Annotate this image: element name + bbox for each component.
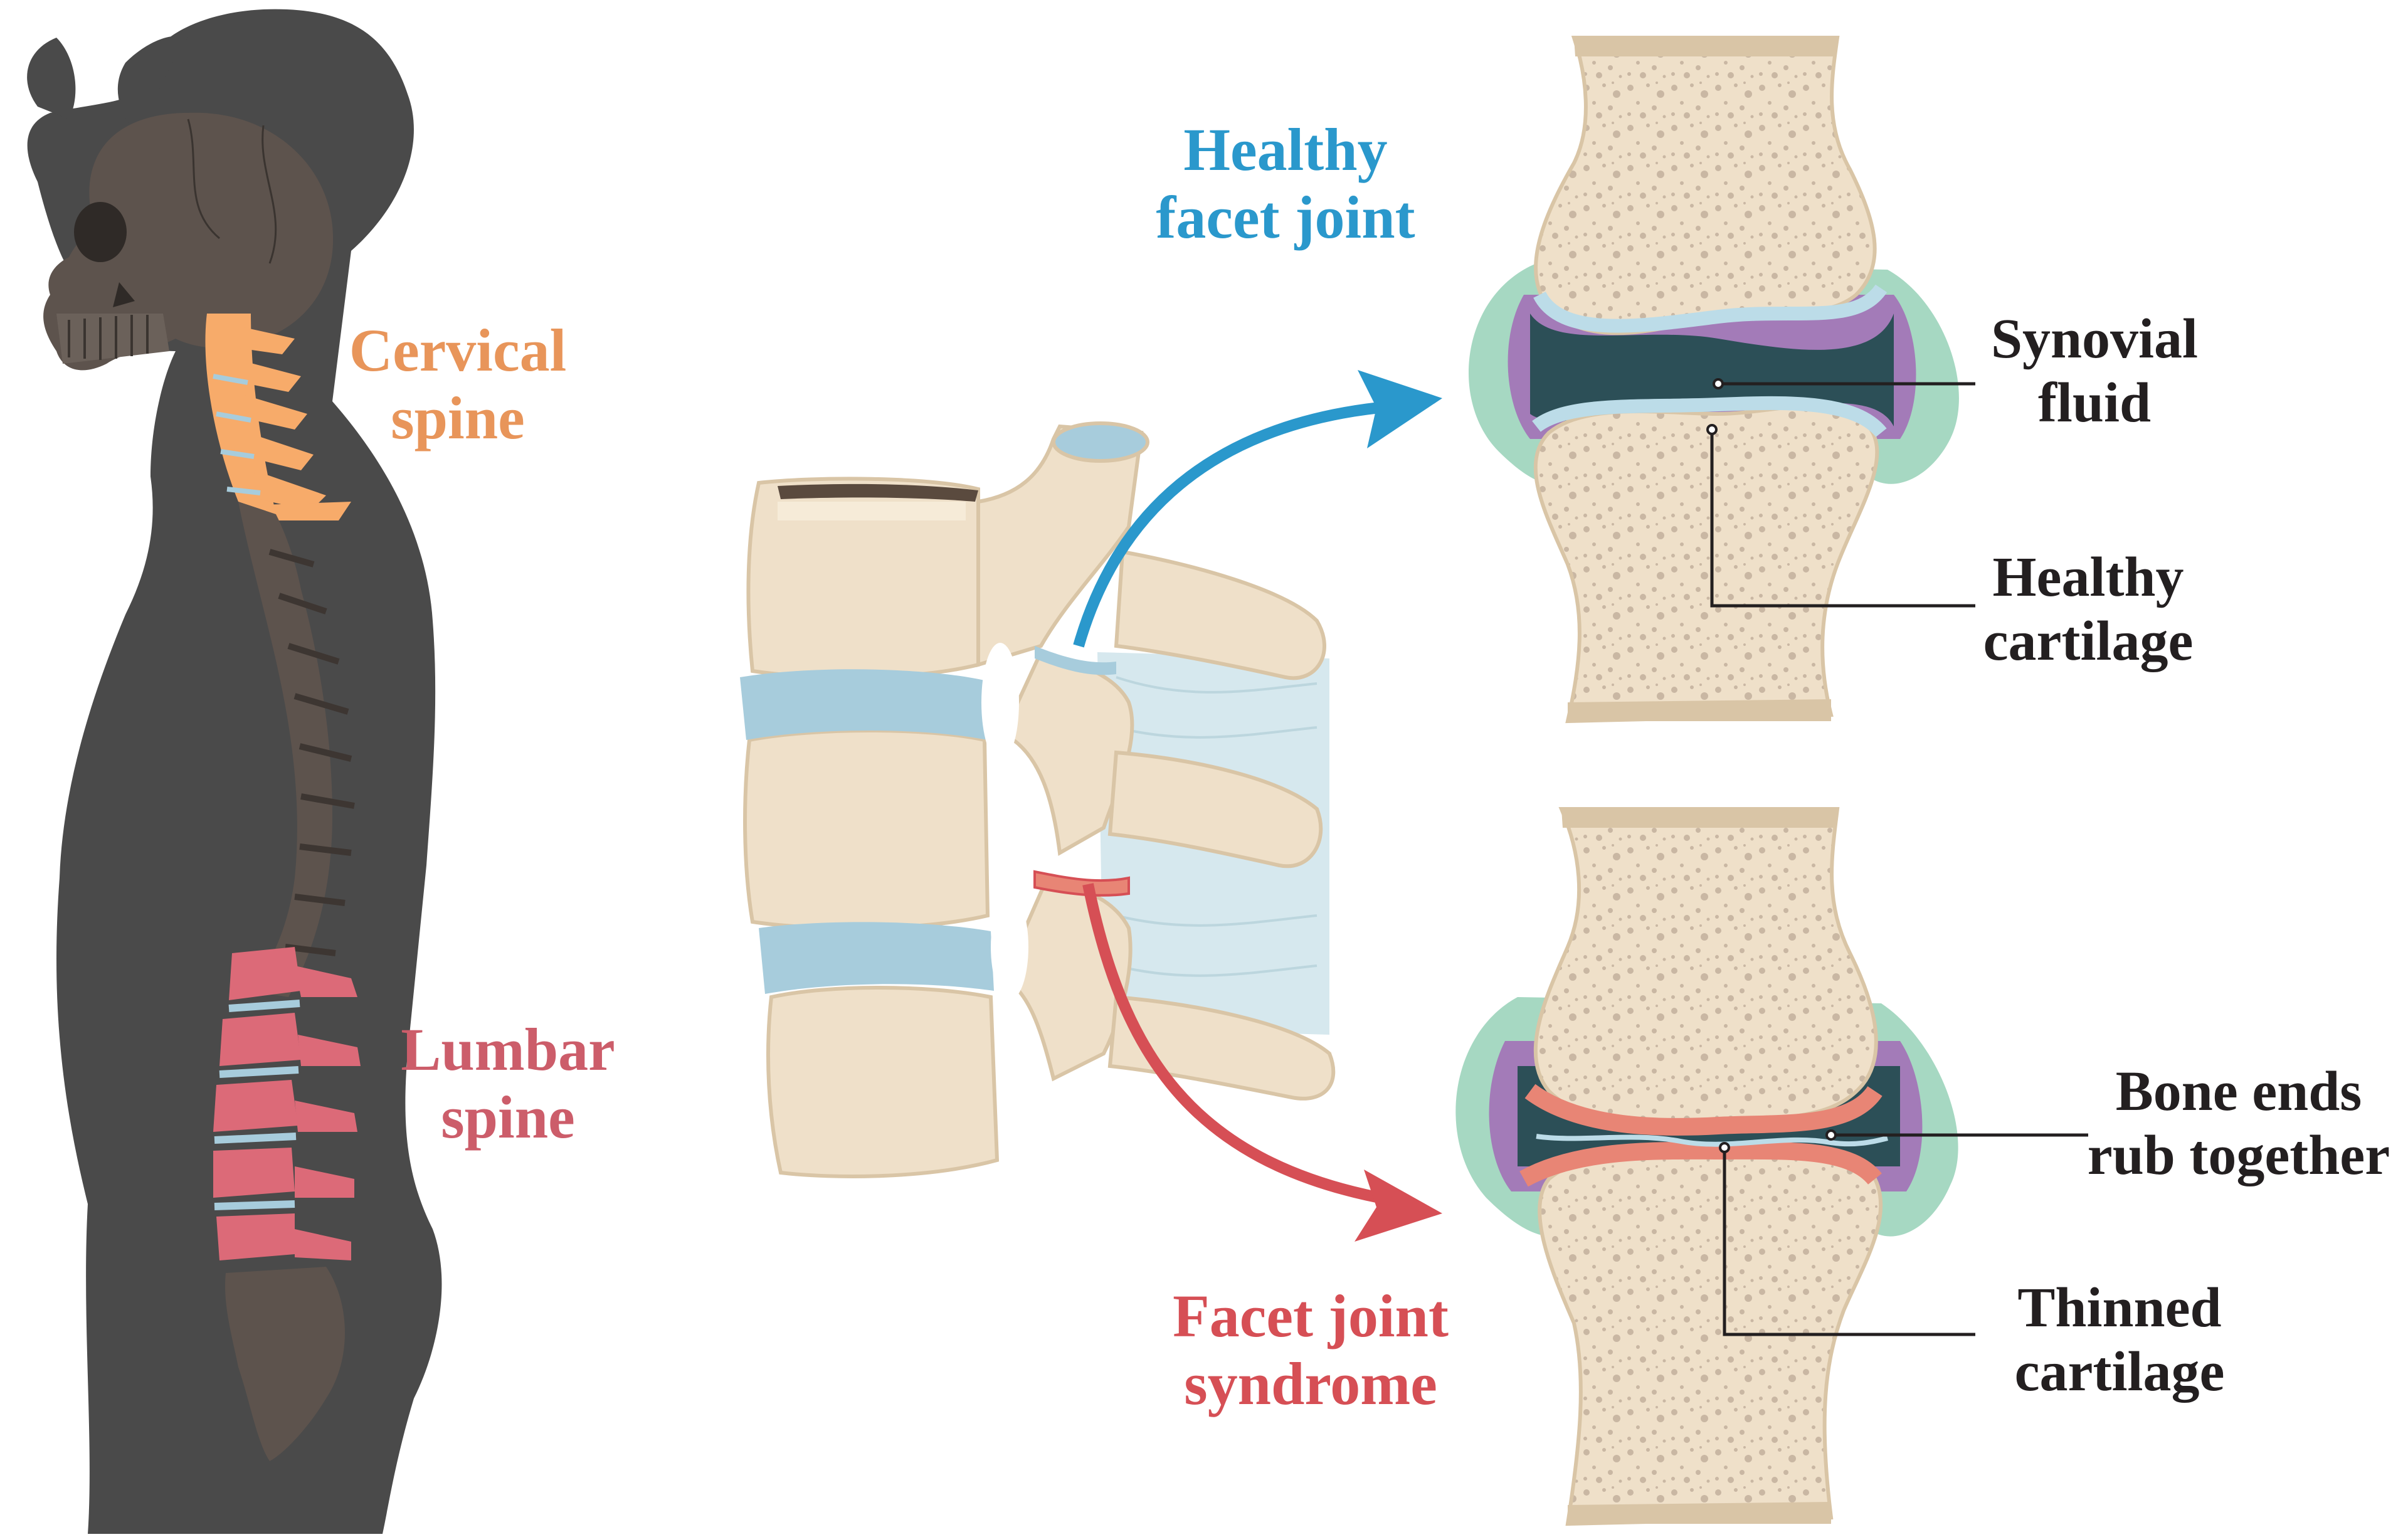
- healthy-title-line2: facet joint: [1156, 184, 1415, 251]
- sacrum-icon: [225, 1267, 345, 1461]
- bone-ends-line1: Bone ends: [2115, 1060, 2362, 1122]
- damaged-joint-icon: [1455, 807, 1958, 1526]
- thinned-line1: Thinned: [2017, 1277, 2222, 1339]
- facet-joint-syndrome-title: Facet joint syndrome: [1104, 1282, 1518, 1418]
- cervical-spine-label: Cervical spine: [326, 317, 589, 453]
- bone-ends-pointer: [1825, 1129, 1837, 1141]
- cervical-line1: Cervical: [349, 317, 567, 384]
- person-silhouette: [27, 9, 442, 1534]
- syndrome-arrowhead: [1354, 1170, 1442, 1242]
- healthy-cartilage-leader: [1710, 434, 1975, 608]
- thinned-line2: cartilage: [2014, 1340, 2225, 1403]
- syndrome-arrow: [1082, 883, 1381, 1203]
- cervical-line2: spine: [391, 384, 525, 452]
- thinned-cartilage-label: Thinned cartilage: [1963, 1276, 2276, 1403]
- healthy-title-line1: Healthy: [1183, 116, 1388, 183]
- bone-ends-label: Bone ends rub together: [2069, 1060, 2408, 1187]
- syndrome-title-line1: Facet joint: [1173, 1282, 1449, 1349]
- bone-ends-line2: rub together: [2087, 1124, 2390, 1186]
- healthy-arrow: [1073, 402, 1380, 648]
- synovial-line1: Synovial: [1990, 308, 2199, 370]
- thinned-cartilage-leader: [1723, 1152, 1975, 1336]
- spine-segment-icon: [740, 421, 1336, 1178]
- thoracic-spine-segments: [238, 502, 355, 997]
- healthy-facet-joint-title: Healthy facet joint: [1104, 116, 1467, 252]
- synovial-line2: fluid: [2037, 371, 2152, 434]
- healthy-cartilage-pointer: [1706, 424, 1718, 435]
- lumbar-spine-segments: [213, 947, 361, 1260]
- healthy-cartilage-line1: Healthy: [1992, 546, 2184, 608]
- lumbar-line1: Lumbar: [401, 1016, 615, 1083]
- syndrome-title-line2: syndrome: [1184, 1350, 1437, 1418]
- synovial-pointer: [1713, 378, 1724, 389]
- thinned-cartilage-pointer: [1719, 1142, 1730, 1153]
- cervical-spine-segments: [205, 314, 351, 520]
- lumbar-spine-label: Lumbar spine: [389, 1016, 627, 1152]
- healthy-joint-icon: [1469, 36, 1959, 724]
- leader-lines: [1706, 378, 2088, 1336]
- healthy-cartilage-label: Healthy cartilage: [1938, 546, 2239, 673]
- healthy-cartilage-line2: cartilage: [1983, 610, 2194, 672]
- lumbar-line2: spine: [441, 1084, 575, 1151]
- skull-icon: [43, 112, 334, 371]
- healthy-arrowhead: [1358, 370, 1442, 448]
- synovial-fluid-label: Synovial fluid: [1950, 307, 2239, 435]
